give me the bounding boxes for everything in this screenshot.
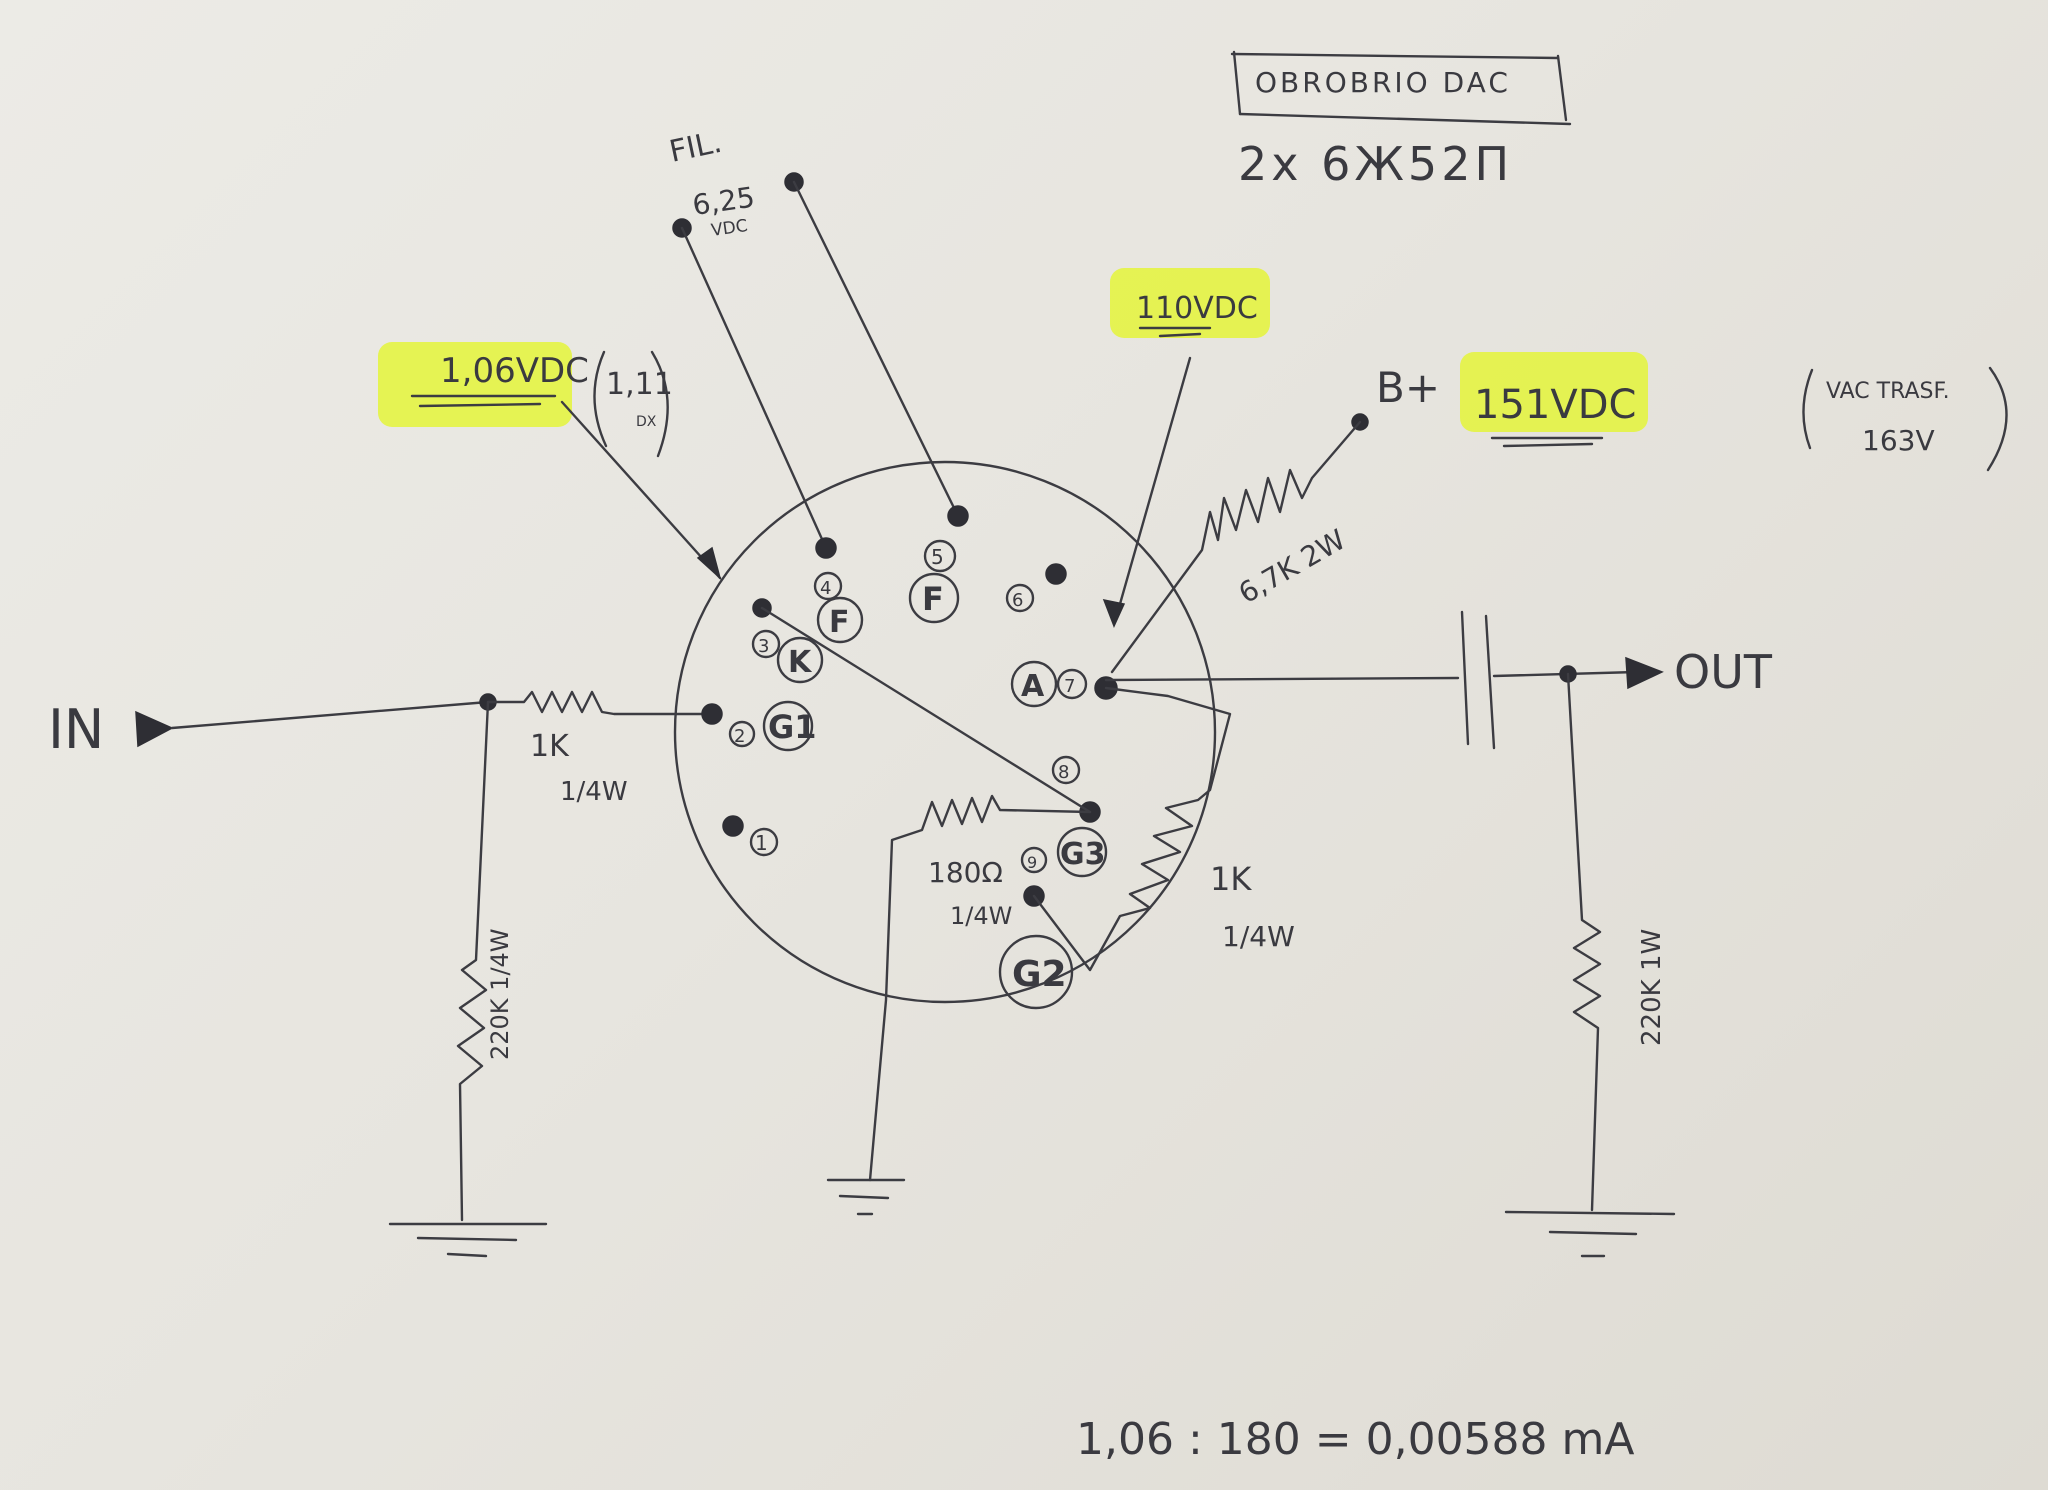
pin-3-number: 3: [758, 636, 769, 657]
filament-voltage: 6,25: [690, 181, 756, 222]
anode-probe-line: [1114, 356, 1192, 620]
pin-1-number: 1: [755, 831, 768, 855]
anode-output-wire: [1104, 676, 1460, 682]
f4-circle: [816, 596, 864, 644]
grid-stopper-value: 1K: [530, 729, 570, 764]
anode-voltage-underline: [1138, 326, 1212, 338]
transformer-label: VAC TRASF.: [1826, 379, 1950, 404]
f5-label: F: [922, 580, 944, 618]
pin-9-number-circle: [1020, 846, 1048, 874]
pin-8-number: 8: [1058, 762, 1069, 783]
ground-symbol-right: [1504, 1210, 1676, 1258]
bplus-voltage-highlight: [1460, 352, 1648, 432]
input-label: IN: [48, 698, 104, 761]
cathode-g3-link: [760, 606, 1092, 814]
cathode-alt-sub: DX: [636, 414, 657, 430]
anode-voltage-text: 110VDC: [1136, 291, 1258, 326]
input-arrow: [135, 710, 174, 748]
k-circle: [776, 636, 824, 684]
k-label: K: [788, 645, 813, 680]
screen-resistor-power: 1/4W: [1222, 920, 1295, 953]
tube-envelope: [673, 460, 1217, 1004]
grid-stopper-resistor: [486, 690, 712, 716]
cathode-alt-text: 1,11: [606, 367, 673, 402]
output-label: OUT: [1674, 645, 1773, 699]
pin-4-number-circle: [813, 571, 843, 601]
pin-2: [701, 703, 723, 725]
pin-7-number-circle: [1056, 668, 1088, 700]
filament-lead-left: [680, 226, 828, 550]
coupling-cap-plate-right: [1484, 614, 1496, 750]
pin-5-number: 5: [931, 545, 944, 569]
pin-4-number: 4: [820, 578, 831, 599]
pin-3-number-circle: [751, 629, 781, 659]
g2-circle: [998, 934, 1074, 1010]
coupling-cap-plate-left: [1460, 610, 1470, 746]
grid-stopper-power: 1/4W: [560, 777, 628, 807]
pin-1: [722, 815, 744, 837]
cathode-resistor: [868, 794, 1092, 1182]
title-box: [1230, 50, 1572, 126]
title-text: OBROBRIO DAC: [1255, 66, 1511, 99]
pin-4: [815, 537, 837, 559]
filament-lead-right: [792, 180, 960, 518]
grid-leak-resistor: [456, 700, 490, 1222]
anode-probe-arrowhead: [1102, 598, 1126, 628]
a-circle: [1010, 660, 1058, 708]
output-arrow: [1625, 656, 1664, 690]
cathode-resistor-value: 180Ω: [928, 856, 1003, 889]
pin-9-number: 9: [1027, 853, 1037, 872]
cathode-alt-paren-right: [650, 350, 669, 458]
cathode-probe-arrowhead: [696, 546, 722, 581]
f5-circle: [908, 572, 960, 624]
pin-7-number: 7: [1064, 676, 1075, 697]
input-wire: [170, 700, 490, 730]
pin-8-number-circle: [1051, 755, 1081, 785]
pin-5-number-circle: [923, 539, 957, 573]
formula-text: 1,06 : 180 = 0,00588 mA: [1076, 1414, 1635, 1465]
ground-symbol-center: [826, 1178, 906, 1216]
bplus-voltage-text: 151VDC: [1474, 382, 1636, 428]
ground-symbol-left: [388, 1222, 548, 1258]
pin-2-number: 2: [734, 726, 745, 747]
f4-label: F: [829, 605, 850, 640]
screen-resistor-value: 1K: [1210, 860, 1252, 898]
a-label: A: [1021, 669, 1045, 704]
anode-resistor-label: 6,7K 2W: [1233, 523, 1351, 610]
anode-voltage-highlight: [1110, 268, 1270, 338]
output-resistor-label: 220K 1W: [1637, 929, 1667, 1046]
g1-circle: [762, 700, 814, 752]
screen-grid-resistor: [1032, 686, 1232, 972]
g1-label: G1: [768, 708, 817, 746]
g3-label: G3: [1060, 837, 1106, 872]
bplus-label: B+: [1376, 363, 1440, 412]
transformer-paren-left: [1802, 368, 1814, 450]
tube-type-text: 2x 6Ж52П: [1238, 137, 1513, 191]
pin-6-number-circle: [1005, 583, 1035, 613]
transformer-paren-right: [1986, 366, 2008, 472]
cathode-voltage-text: 1,06VDC: [440, 351, 589, 391]
pin-1-number-circle: [749, 827, 779, 857]
g3-circle: [1056, 826, 1108, 878]
anode-load-resistor: [1110, 420, 1362, 674]
filament-label: FIL.: [666, 125, 724, 170]
pin-6: [1045, 563, 1067, 585]
cathode-probe-line: [560, 400, 722, 580]
transformer-voltage: 163V: [1862, 424, 1935, 457]
filament-unit: VDC: [710, 216, 749, 241]
bplus-voltage-underline: [1490, 436, 1604, 448]
cathode-voltage-underline: [410, 394, 557, 408]
cathode-resistor-power: 1/4W: [950, 902, 1012, 930]
pin-6-number: 6: [1012, 590, 1023, 611]
pin-2-number-circle: [728, 720, 756, 748]
g2-label: G2: [1012, 954, 1067, 995]
output-load-resistor: [1566, 672, 1602, 1212]
cathode-alt-paren-left: [593, 350, 608, 448]
grid-leak-label: 220K 1/4W: [486, 928, 514, 1060]
pin-5: [947, 505, 969, 527]
